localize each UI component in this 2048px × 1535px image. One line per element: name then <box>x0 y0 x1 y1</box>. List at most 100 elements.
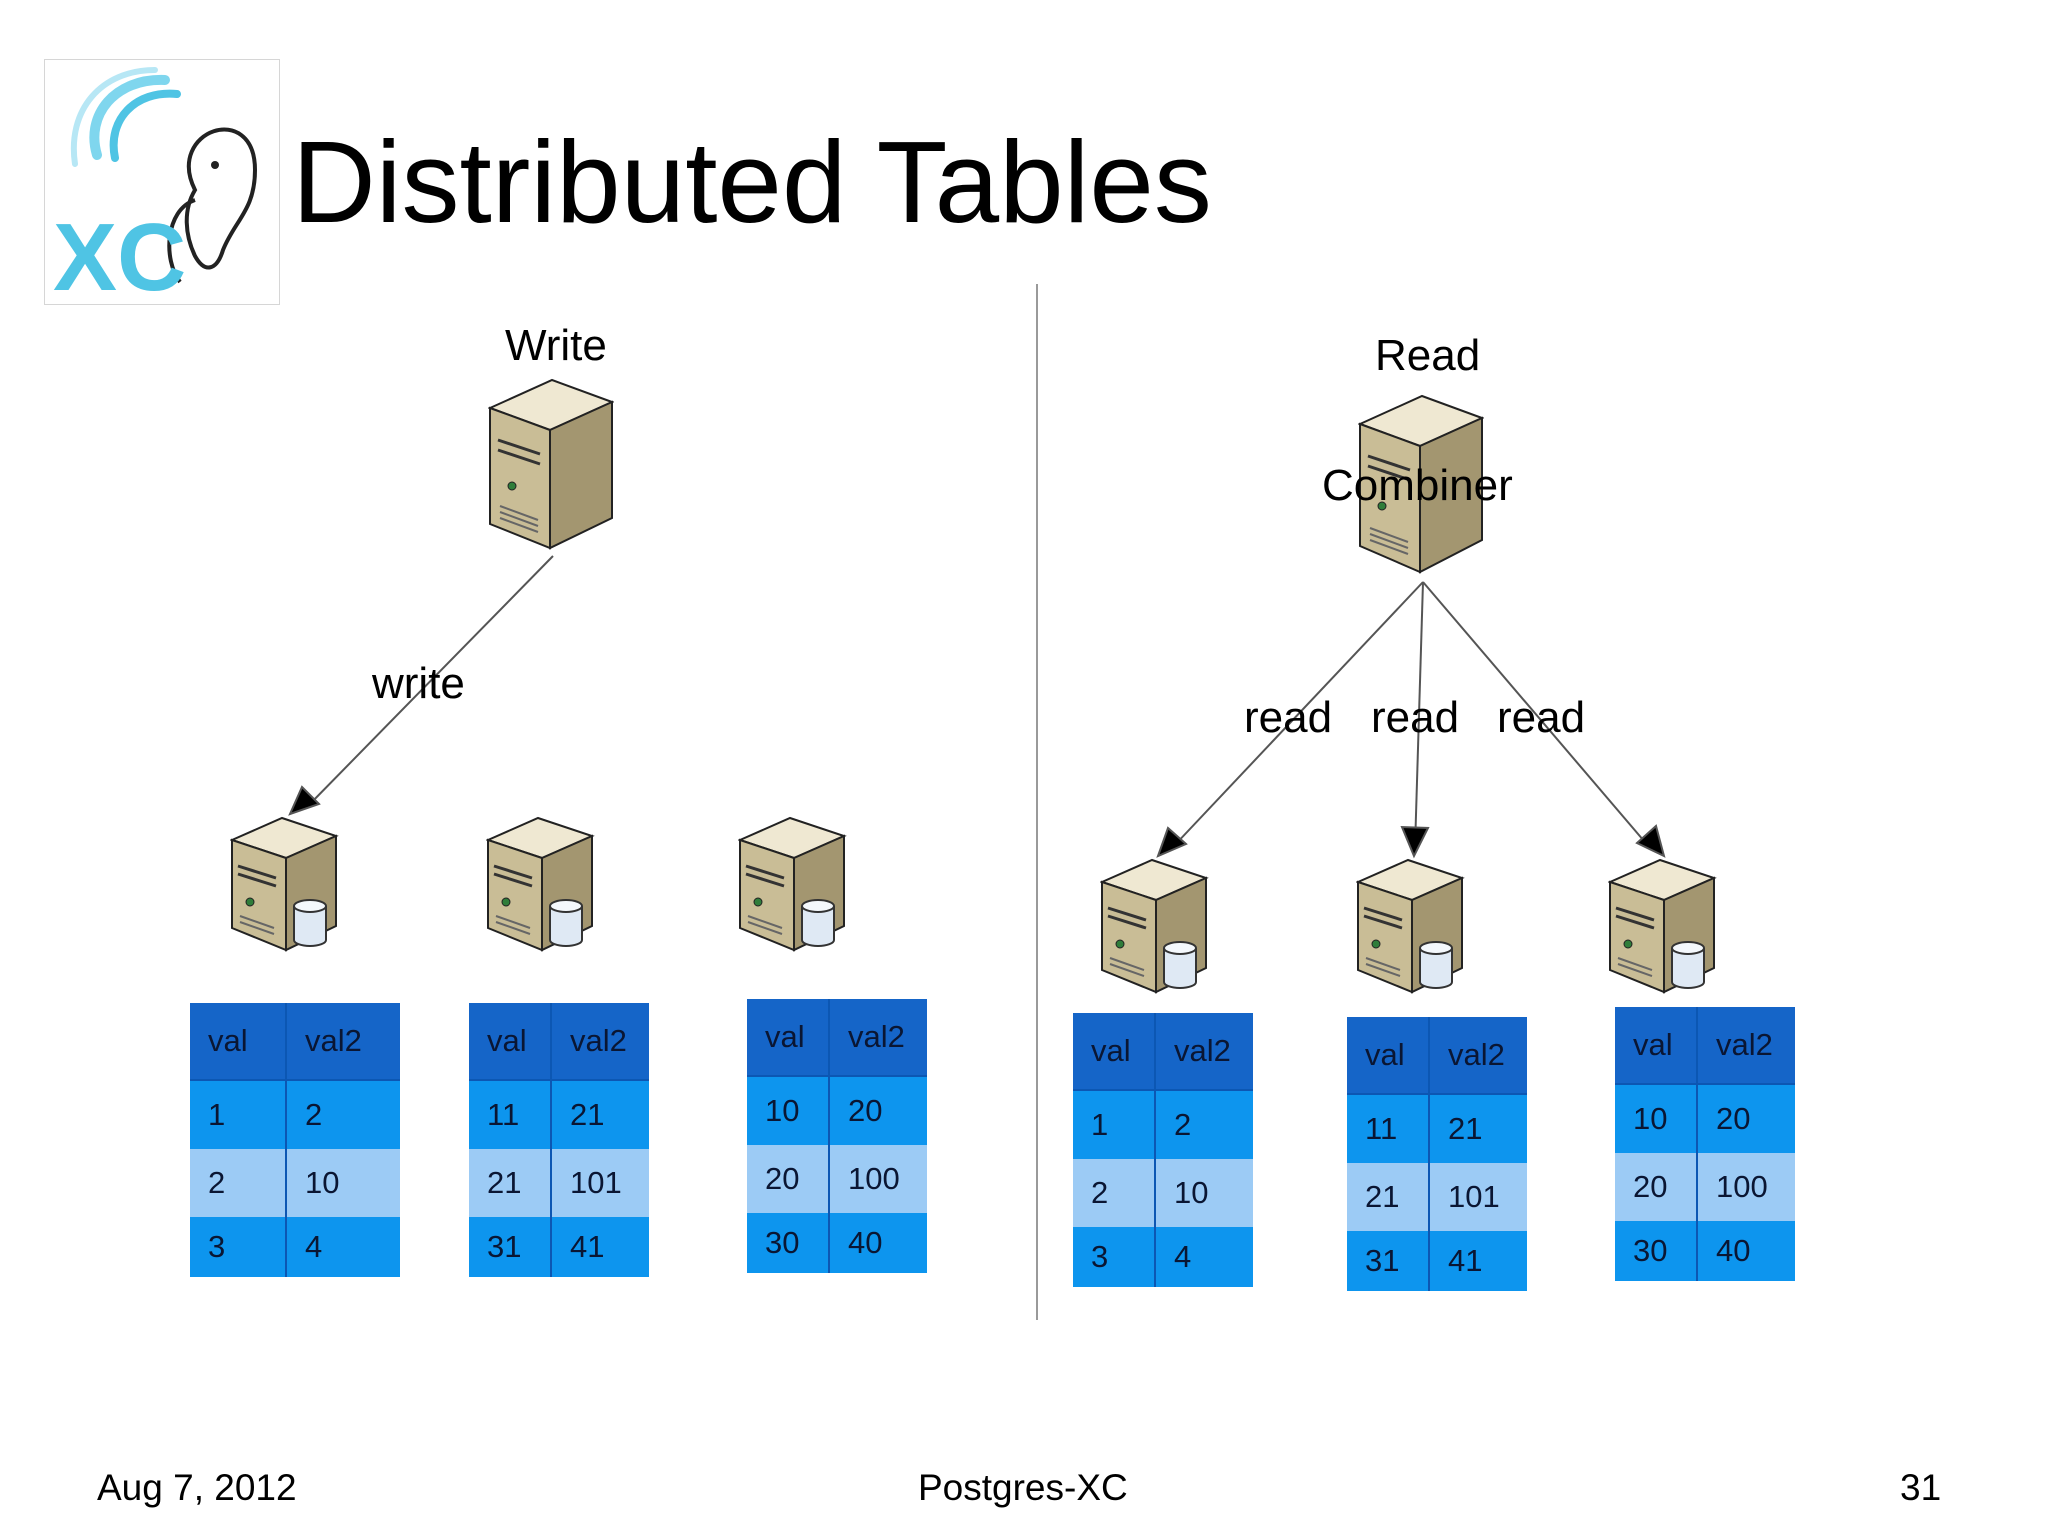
table-cell: 20 <box>1615 1153 1698 1221</box>
combiner-label: Combiner <box>1322 461 1513 510</box>
table-cell: 30 <box>1615 1221 1698 1281</box>
read-arrowhead-3 <box>1635 824 1666 858</box>
table-cell: 100 <box>1697 1153 1795 1221</box>
table-cell: 21 <box>1347 1163 1430 1231</box>
table-cell: 100 <box>829 1145 927 1213</box>
read-heading: Read <box>1375 331 1481 380</box>
table-cell: 10 <box>747 1075 830 1145</box>
database-server-icon <box>485 816 606 957</box>
table-cell: 11 <box>1347 1093 1430 1163</box>
table-cell: 2 <box>190 1149 287 1217</box>
table-cell: 101 <box>551 1149 649 1217</box>
database-server-icon <box>737 816 858 957</box>
postgres-xc-logo: XC <box>44 59 280 311</box>
column-header: val2 <box>829 999 927 1076</box>
write-edge-label: write <box>372 659 465 708</box>
column-header: val <box>1073 1013 1156 1090</box>
column-header: val <box>190 1003 287 1080</box>
table-cell: 30 <box>747 1213 830 1273</box>
table-cell: 101 <box>1429 1163 1527 1231</box>
table-cell: 20 <box>1697 1083 1795 1153</box>
write-arrowhead <box>288 785 321 816</box>
table-cell: 4 <box>286 1217 400 1277</box>
table-cell: 21 <box>1429 1093 1527 1163</box>
logo-xc-text: XC <box>53 204 186 304</box>
table-cell: 41 <box>1429 1231 1527 1291</box>
table-cell: 10 <box>286 1149 400 1217</box>
column-header: val2 <box>286 1003 400 1080</box>
column-header: val <box>1615 1007 1698 1084</box>
table-cell: 1 <box>190 1079 287 1149</box>
column-header: val2 <box>1697 1007 1795 1084</box>
read-arrowhead-1 <box>1156 826 1188 858</box>
column-header: val <box>747 999 830 1076</box>
read-arrowhead-2 <box>1400 825 1430 859</box>
column-header: val <box>469 1003 552 1080</box>
table-cell: 2 <box>1073 1159 1156 1227</box>
column-header: val2 <box>1429 1017 1527 1094</box>
read-edge-label-2: read <box>1371 693 1460 742</box>
column-header: val2 <box>551 1003 649 1080</box>
database-server-icon <box>1607 858 1728 999</box>
read-edge-label-3: read <box>1497 693 1586 742</box>
read-edge-label-1: read <box>1244 693 1333 742</box>
database-server-icon <box>229 816 350 957</box>
section-divider <box>1036 284 1038 1320</box>
column-header: val2 <box>1155 1013 1253 1090</box>
write-coordinator-server-icon <box>487 378 615 555</box>
footer-title: Postgres-XC <box>918 1467 1128 1508</box>
slide-title: Distributed Tables <box>292 117 1212 247</box>
table-cell: 40 <box>1697 1221 1795 1281</box>
read-arrow-1 <box>1171 581 1424 849</box>
slide-number: 31 <box>1900 1467 1942 1508</box>
read-coordinator-server-icon <box>1357 394 1485 579</box>
read-arrow-3 <box>1422 581 1651 849</box>
table-cell: 21 <box>551 1079 649 1149</box>
write-arrow <box>305 555 554 809</box>
table-cell: 4 <box>1155 1227 1253 1287</box>
table-cell: 3 <box>190 1217 287 1277</box>
database-server-icon <box>1099 858 1220 999</box>
table-cell: 31 <box>469 1217 552 1277</box>
table-cell: 10 <box>1615 1083 1698 1153</box>
table-cell: 1 <box>1073 1089 1156 1159</box>
read-arrow-2 <box>1414 581 1424 849</box>
table-cell: 41 <box>551 1217 649 1277</box>
table-cell: 10 <box>1155 1159 1253 1227</box>
footer-date: Aug 7, 2012 <box>97 1467 297 1508</box>
table-cell: 40 <box>829 1213 927 1273</box>
write-heading: Write <box>505 321 607 370</box>
table-cell: 20 <box>747 1145 830 1213</box>
database-server-icon <box>1355 858 1476 999</box>
table-cell: 2 <box>1155 1089 1253 1159</box>
table-cell: 2 <box>286 1079 400 1149</box>
column-header: val <box>1347 1017 1430 1094</box>
table-cell: 11 <box>469 1079 552 1149</box>
table-cell: 31 <box>1347 1231 1430 1291</box>
table-cell: 20 <box>829 1075 927 1145</box>
